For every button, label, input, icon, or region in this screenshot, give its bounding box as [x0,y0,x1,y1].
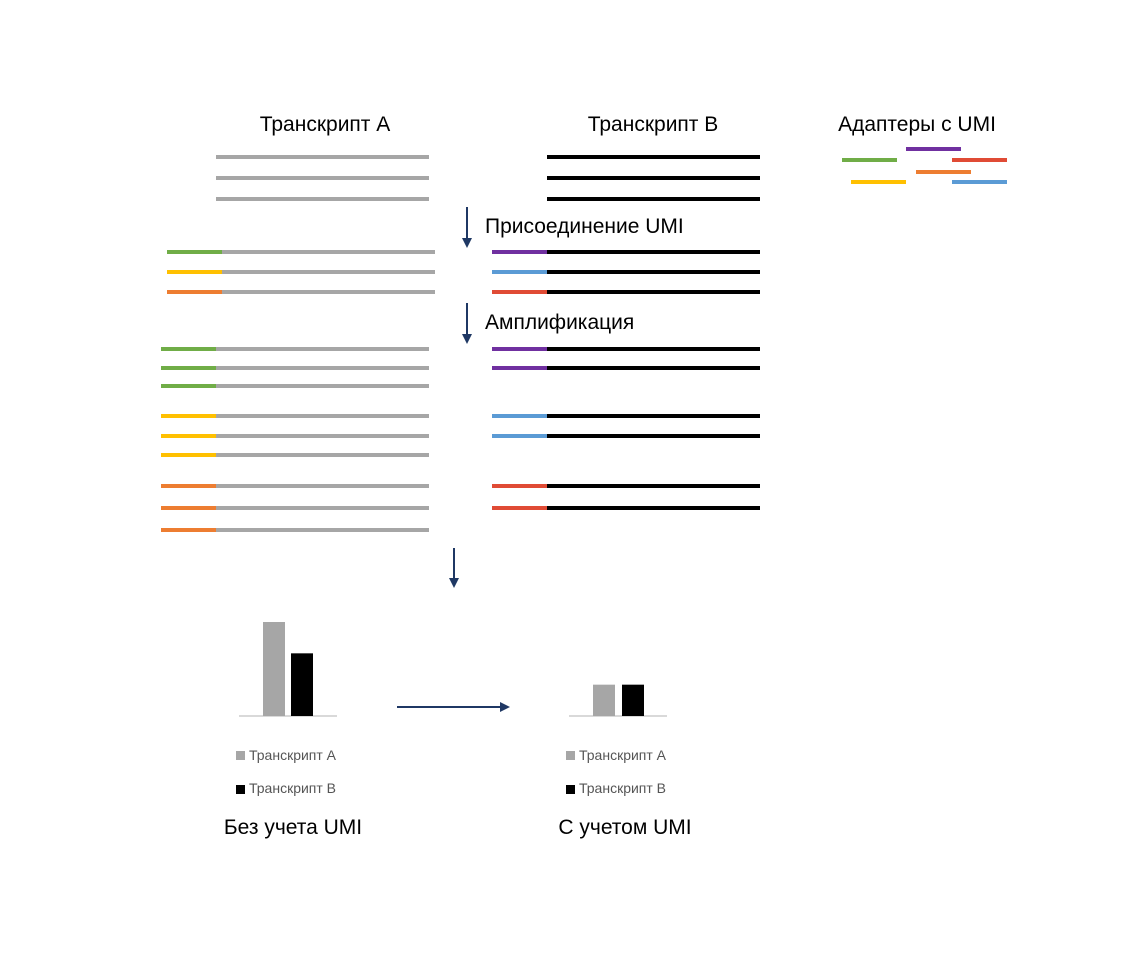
legend-with-umi: Транскрипт A Транскрипт B [566,747,667,796]
legend-without-umi: Транскрипт A Транскрипт B [236,747,337,796]
legend-swatch-b [566,785,575,794]
legend-label-b: Транскрипт B [579,780,666,796]
bar-transcript-b [291,653,313,716]
transcript-a-heading: Транскрипт A [260,113,391,136]
chart-with-umi [569,684,667,717]
legend-swatch-b [236,785,245,794]
legend-label-a: Транскрипт A [579,747,667,763]
legend-label-b: Транскрипт B [249,780,336,796]
chart-without-umi [239,622,337,717]
legend-label-a: Транскрипт A [249,747,337,763]
legend-swatch-a [236,751,245,760]
original-transcripts-b [547,155,760,201]
bar-transcript-a [263,622,285,716]
attached-transcripts-a [167,250,435,294]
amplified-transcripts-b [492,347,760,510]
attach-step-label: Присоединение UMI [485,215,684,238]
amplify-step-label: Амплификация [485,311,634,334]
legend-swatch-a [566,751,575,760]
caption-without-umi: Без учета UMI [224,816,362,839]
umi-adapters [842,147,1007,184]
caption-with-umi: С учетом UMI [558,816,691,839]
original-transcripts-a [216,155,429,201]
attached-transcripts-b [492,250,760,294]
bar-transcript-b [622,684,644,716]
bar-transcript-a [593,684,615,716]
amplified-transcripts-a [161,347,429,532]
adapters-heading: Адаптеры с UMI [838,113,996,136]
transcript-b-heading: Транскрипт B [588,113,719,136]
